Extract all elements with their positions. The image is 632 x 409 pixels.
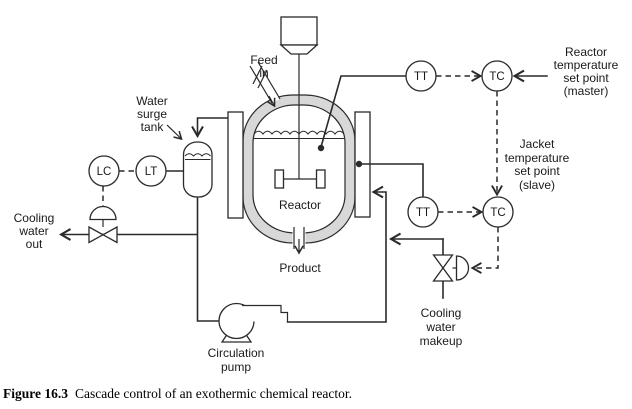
feed-pipe-break2 [257, 69, 268, 89]
feed-pipe-break1 [252, 65, 263, 85]
reactor-setpoint-label-1: Reactor [565, 45, 607, 59]
makeup-valve-body-top [432, 254, 454, 270]
equipment [88, 124, 470, 343]
cooling-water-out-label-2: water [18, 224, 48, 238]
cw-out-valve-body-left [88, 225, 105, 244]
feed-pipe-fill [250, 62, 280, 103]
jacket-tt-bubble [407, 196, 439, 228]
reactor-tc-bubble [481, 60, 513, 92]
jacket-left-panel [227, 111, 244, 219]
agitator-drive [280, 16, 318, 46]
impeller-blade-left [274, 169, 285, 189]
jacket-temp-probe-tip [355, 160, 363, 168]
feed-in-label-2: in [259, 66, 268, 80]
figure-caption: Figure 16.3 Cascade control of an exother… [3, 386, 352, 401]
reactor-temp-probe-line [320, 75, 407, 148]
pump-volute-fill [242, 305, 288, 322]
reactor-label: Reactor [279, 198, 321, 212]
level-transmitter-tag: LT [145, 166, 158, 178]
water-surge-tank-label-2: surge [137, 107, 167, 121]
cooling-water-makeup-label-1: Cooling [421, 306, 462, 320]
level-controller-tag: LC [97, 166, 112, 178]
surge-tank-wave [184, 153, 211, 157]
product-outlet-gap [292, 227, 306, 249]
reactor-tt-tag: TT [414, 71, 428, 83]
jacket-setpoint-label-2: temperature [505, 151, 570, 165]
cooling-water-makeup-label-2: water [425, 320, 455, 334]
water-surge-tank [182, 141, 213, 198]
makeup-valve-actuator-icon [455, 255, 470, 281]
jacket-setpoint-label-1: Jacket [520, 137, 555, 151]
jacket-tt-tag: TT [416, 207, 430, 219]
jacket-tc-bubble [482, 196, 514, 228]
makeup-valve-body-bottom [432, 266, 454, 282]
reactor-vessel [227, 16, 371, 255]
cooling-water-out-label-1: Cooling [14, 211, 55, 225]
text-labels: Feed in Water surge tank Cooling water o… [14, 45, 619, 374]
figure-caption-label: Figure 16.3 [3, 386, 68, 401]
jacket-return-pipe [286, 185, 387, 323]
level-transmitter-bubble [135, 155, 167, 187]
instrument-bubbles: LC LT TT TC TT TC [88, 60, 514, 228]
reactor-temp-probe-tip [317, 144, 325, 152]
water-surge-tank-label-1: Water [136, 94, 168, 108]
level-controller-bubble [88, 155, 120, 187]
jacket-temp-probe-line [358, 163, 424, 197]
figure-caption-text: Cascade control of an exothermic chemica… [75, 386, 352, 401]
sensing-lines [165, 75, 424, 197]
jacket-setpoint-label-3: set point [514, 164, 560, 178]
feed-pipe-line2 [257, 61, 281, 100]
jacket-setpoint-label-4: (slave) [519, 178, 555, 192]
cooling-water-out-label-3: out [26, 237, 43, 251]
circulation-pump-label-1: Circulation [208, 346, 265, 360]
reactor-setpoint-label-2: temperature [554, 58, 619, 72]
feed-pipe-line1 [249, 65, 273, 104]
feed-arrow [267, 95, 276, 108]
cw-out-valve-actuator-icon [89, 205, 117, 221]
reactor-tt-bubble [405, 60, 437, 92]
reactor-setpoint-label-4: (master) [564, 84, 609, 98]
cw-out-valve-body-right [101, 225, 118, 244]
surge-tank-pointer-arrow [166, 124, 183, 141]
process-piping [58, 69, 548, 323]
reactor-setpoint-label-3: set point [563, 71, 609, 85]
cooling-water-makeup-label-3: makeup [420, 334, 463, 348]
product-label: Product [279, 261, 321, 275]
pump-volute-outline [242, 304, 289, 322]
jacket-tc-tag: TC [490, 207, 505, 219]
signal-lines [102, 70, 503, 274]
reactor-tc-tag: TC [489, 71, 504, 83]
impeller-blade-right [315, 169, 326, 189]
agitator-drive-funnel [279, 44, 319, 55]
circulation-pump-label-2: pump [221, 360, 251, 374]
surge-tank-outlet-pipe [196, 195, 221, 322]
surge-tank-inlet-pipe [191, 117, 229, 139]
water-surge-tank-label-3: tank [141, 120, 165, 134]
feed-in-label-1: Feed [250, 53, 277, 67]
tc-valve-signal [470, 227, 499, 274]
